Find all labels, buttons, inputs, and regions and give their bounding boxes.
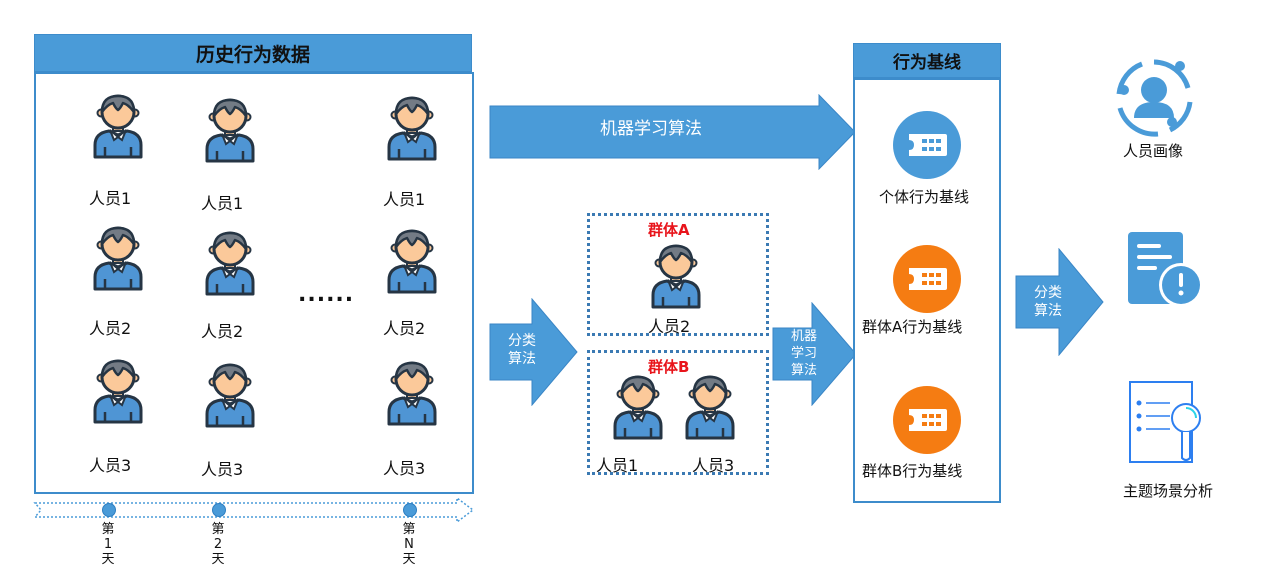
output-label: 人员画像 xyxy=(1123,142,1184,160)
person-icon xyxy=(201,230,259,296)
person-label: 人员3 xyxy=(692,456,735,475)
person-icon xyxy=(201,362,259,428)
person-icon xyxy=(383,95,441,161)
user-profile-icon xyxy=(1116,59,1193,137)
classify-arrow-right xyxy=(1015,248,1104,356)
person-icon xyxy=(89,225,147,291)
person-label: 人员2 xyxy=(383,319,426,338)
timeline-arrow xyxy=(33,496,475,524)
output-label: 主题场景分析 xyxy=(1123,482,1214,500)
person-icon xyxy=(383,228,441,294)
person-label: 人员1 xyxy=(383,190,426,209)
ml-algorithm-label-mid: 机器 学习 算法 xyxy=(790,329,817,378)
day-label: 第 1 天 xyxy=(101,522,115,567)
timeline-dot xyxy=(212,503,226,517)
person-icon xyxy=(383,360,441,426)
person-icon xyxy=(647,243,705,309)
person-icon xyxy=(89,358,147,424)
group-a-label: 群体A xyxy=(648,221,690,239)
ticket-icon-group-a xyxy=(893,245,961,313)
person-label: 人员2 xyxy=(89,319,132,338)
ml-algorithm-arrow-mid xyxy=(772,302,857,406)
ticket-icon-individual xyxy=(893,111,961,179)
classify-arrow-left xyxy=(489,298,578,406)
person-label: 人员1 xyxy=(201,194,244,213)
document-search-icon xyxy=(1129,381,1201,463)
ml-algorithm-arrow xyxy=(489,94,856,170)
timeline-dot xyxy=(102,503,116,517)
baseline-header: 行为基线 xyxy=(853,43,1001,78)
document-alert-icon xyxy=(1128,232,1203,307)
classify-label-right: 分类 算法 xyxy=(1034,285,1062,319)
ellipsis: ...... xyxy=(298,282,355,307)
timeline-dot xyxy=(403,503,417,517)
person-label: 人员1 xyxy=(89,189,132,208)
group-b-box xyxy=(587,350,769,475)
baseline-title: 行为基线 xyxy=(893,53,961,73)
group-b-label: 群体B xyxy=(648,358,690,376)
day-label: 第 2 天 xyxy=(211,522,225,567)
person-label: 人员3 xyxy=(383,459,426,478)
person-icon xyxy=(89,93,147,159)
person-label: 人员2 xyxy=(201,322,244,341)
person-icon xyxy=(201,97,259,163)
day-label: 第 N 天 xyxy=(402,522,416,567)
baseline-label: 群体A行为基线 xyxy=(862,318,963,336)
person-label: 人员3 xyxy=(89,456,132,475)
group-a-box xyxy=(587,213,769,336)
person-icon xyxy=(609,374,667,440)
ml-algorithm-label: 机器学习算法 xyxy=(600,119,702,139)
classify-label-left: 分类 算法 xyxy=(508,333,536,367)
ticket-icon-group-b xyxy=(893,386,961,454)
person-label: 人员1 xyxy=(596,456,639,475)
person-label: 人员3 xyxy=(201,460,244,479)
baseline-label: 个体行为基线 xyxy=(879,188,970,206)
person-label: 人员2 xyxy=(648,317,691,336)
history-title: 历史行为数据 xyxy=(195,43,310,66)
person-icon xyxy=(681,374,739,440)
history-header: 历史行为数据 xyxy=(34,34,472,72)
baseline-label: 群体B行为基线 xyxy=(862,462,963,480)
